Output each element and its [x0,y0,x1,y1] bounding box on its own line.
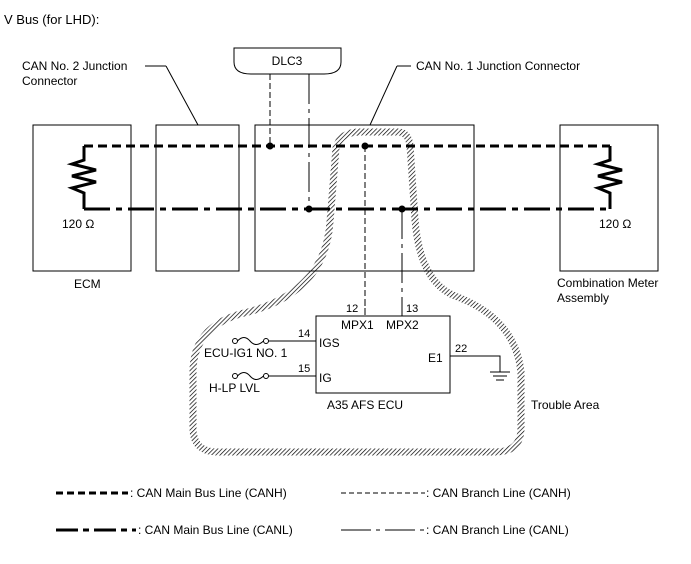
ecm-resistor-label: 120 Ω [62,217,94,231]
can-no2-label-line2: Connector [22,74,77,88]
dlc3-label: DLC3 [272,54,303,68]
combination-meter-box [559,124,659,272]
pin-label-e1: E1 [428,351,443,365]
pin-label-igs: IGS [319,336,340,350]
e1-ground-wire [450,355,501,372]
meter-resistor-label: 120 Ω [599,217,631,231]
diagram-title: V Bus (for LHD): [4,12,99,27]
can-no1-label: CAN No. 1 Junction Connector [416,59,580,73]
pin-label-mpx2: MPX2 [386,318,419,332]
fuse-ecu-ig1-label: ECU-IG1 NO. 1 [204,346,288,360]
junction-dot-dlc3-canl [305,205,313,213]
combination-meter-label-line1: Combination Meter [557,276,658,290]
pin-number-mpx2: 13 [406,303,418,315]
can-no1-leader [369,65,398,126]
legend-branch-canl-label: : CAN Branch Line (CANL) [426,523,569,537]
fuse-h-lp-lvl-icon [232,372,269,380]
ecm-label: ECM [74,277,101,291]
ecm-box [32,124,132,272]
can-no2-label-line1: CAN No. 2 Junction [22,59,127,73]
ecm-resistor [66,146,97,209]
afs-ecu-box [315,315,451,394]
pin-label-ig: IG [319,371,332,385]
fuse-ecu-ig1-icon [232,337,269,345]
pin-number-mpx1: 12 [346,303,358,315]
pin-number-igs: 14 [298,328,310,340]
legend-branch-canh-label: : CAN Branch Line (CANH) [426,486,571,500]
fuse-h-lp-lvl-label: H-LP LVL [209,381,260,395]
combination-meter-label-line2: Assembly [557,291,609,305]
pin-number-ig: 15 [298,363,310,375]
dlc3-connector [233,47,342,75]
can-no1-junction-connector-box [254,124,475,272]
trouble-area-outline [189,128,525,456]
meter-resistor [592,146,623,209]
legend-main-canl-label: : CAN Main Bus Line (CANL) [138,523,293,537]
can-no2-leader [165,65,199,126]
ground-icon [490,371,510,381]
legend-main-canh-label: : CAN Main Bus Line (CANH) [130,486,287,500]
trouble-area-label: Trouble Area [531,398,600,412]
junction-dot-dlc3-canh [266,142,274,150]
pin-label-mpx1: MPX1 [341,318,374,332]
afs-ecu-name: A35 AFS ECU [327,398,403,412]
pin-number-e1: 22 [455,343,467,355]
